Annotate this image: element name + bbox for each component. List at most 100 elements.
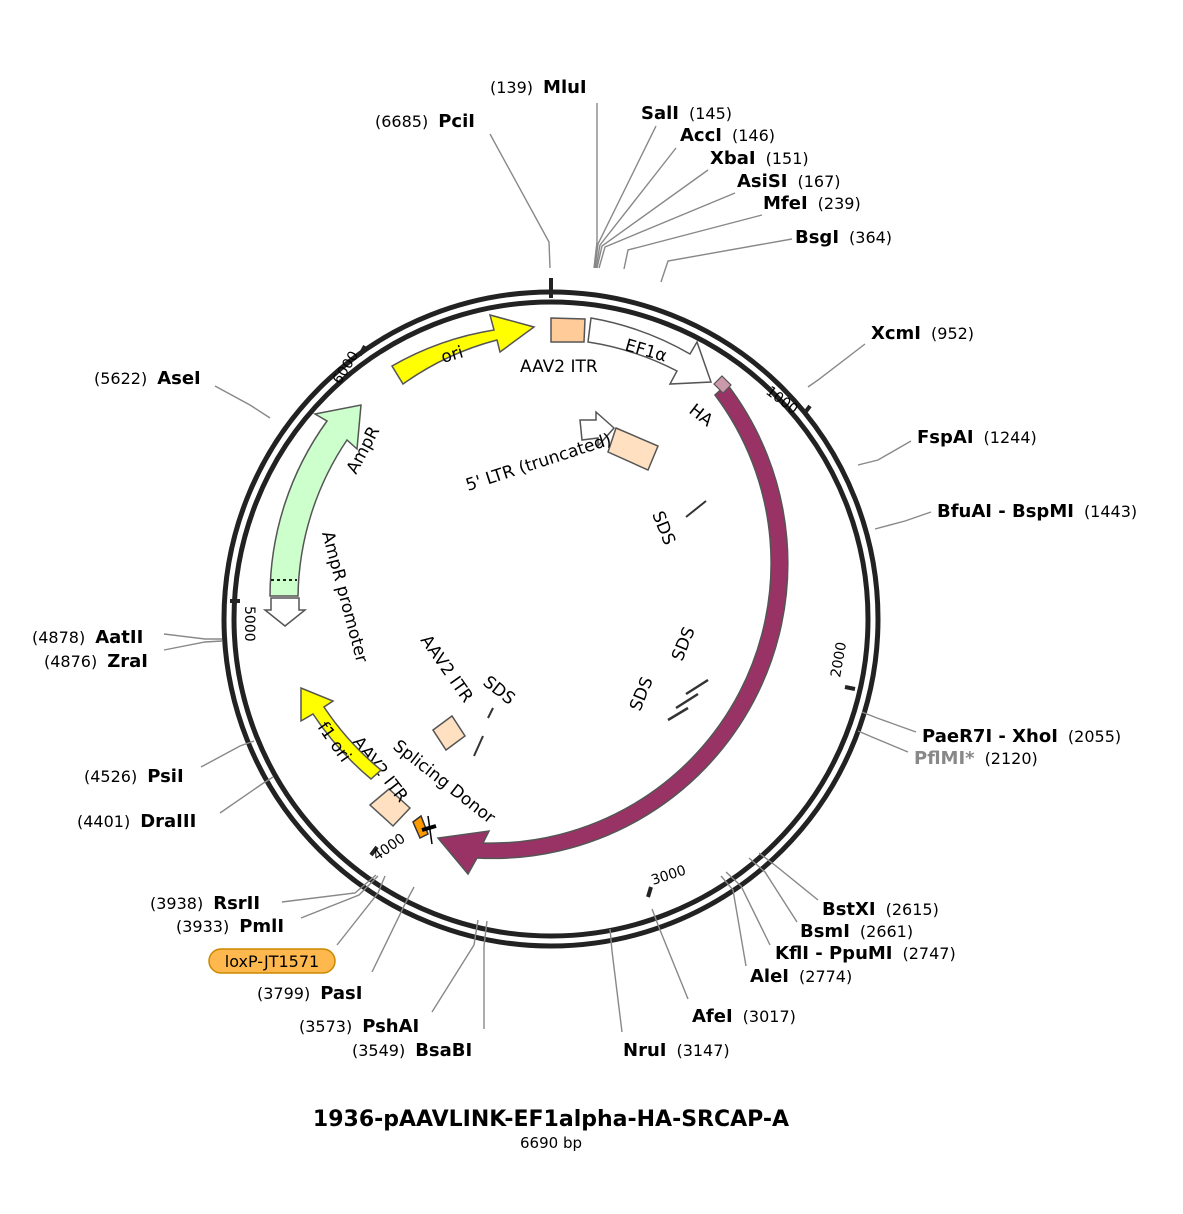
aav2-itr-top-label: AAV2 ITR bbox=[520, 357, 598, 377]
ltr-label: 5' LTR (truncated) bbox=[463, 430, 614, 496]
tick-label-3000: 3000 bbox=[649, 863, 688, 889]
site-asisi[interactable]: AsiSI(167) bbox=[737, 171, 841, 192]
loxp-marker[interactable] bbox=[412, 814, 429, 840]
leader-afei bbox=[651, 908, 689, 1000]
tick-marks bbox=[230, 278, 856, 898]
sds-mark-1 bbox=[685, 500, 707, 518]
leader-bsmi bbox=[748, 857, 798, 923]
ampr-promoter[interactable] bbox=[262, 597, 308, 627]
loxp-badge-bg bbox=[208, 948, 336, 974]
tick-label-4000: 4000 bbox=[370, 831, 408, 865]
leader-bsgi bbox=[660, 238, 793, 283]
site-psii[interactable]: (4526)PsiI bbox=[84, 766, 184, 787]
tick-6000 bbox=[358, 345, 367, 356]
site-bsabi[interactable]: (3549)BsaBI bbox=[352, 1040, 472, 1061]
site-bfuai-bspmi[interactable]: BfuAI - BspMI(1443) bbox=[937, 501, 1137, 522]
leader-sali bbox=[594, 125, 657, 269]
leader-rsrii bbox=[281, 874, 377, 903]
site-bsmi[interactable]: BsmI(2661) bbox=[800, 921, 913, 942]
leader-alei bbox=[720, 875, 747, 967]
tick-label-2000: 2000 bbox=[828, 641, 850, 679]
leader-fspai bbox=[857, 440, 912, 466]
ltr-arrow[interactable] bbox=[579, 410, 616, 448]
splicing-donor-label: Splicing Donor bbox=[389, 736, 499, 828]
tick-label-5000: 5000 bbox=[241, 606, 257, 642]
leader-nrui bbox=[609, 928, 623, 1033]
ltr-box[interactable] bbox=[607, 426, 659, 472]
leader-mlui bbox=[593, 103, 598, 269]
leader-loxp bbox=[336, 875, 386, 946]
leader-bfuai bbox=[874, 511, 932, 530]
site-aatii[interactable]: (4878)AatII bbox=[32, 627, 143, 648]
site-leaders bbox=[163, 103, 932, 1033]
aav2-itr-bottom[interactable] bbox=[368, 788, 412, 828]
srcap-feature[interactable] bbox=[436, 382, 789, 876]
leader-xbai bbox=[596, 169, 709, 269]
tick-2000 bbox=[844, 685, 856, 691]
sds-label-4: SDS bbox=[479, 672, 519, 709]
ori-feature[interactable] bbox=[390, 313, 536, 386]
leader-asisi bbox=[598, 192, 736, 269]
leader-pflmi bbox=[857, 730, 909, 753]
leader-bsabi bbox=[483, 920, 488, 1029]
site-nrui[interactable]: NruI(3147) bbox=[623, 1040, 730, 1061]
site-paer7i-xhoi[interactable]: PaeR7I - XhoI(2055) bbox=[922, 726, 1121, 747]
plasmid-title: 1936-pAAVLINK-EF1alpha-HA-SRCAP-A bbox=[313, 1107, 789, 1132]
leader-pasi bbox=[371, 886, 415, 973]
backbone-inner-ring bbox=[231, 299, 871, 939]
sds-mark-4 bbox=[667, 706, 689, 722]
site-pcii[interactable]: (6685)PciI bbox=[375, 111, 475, 132]
site-fspai[interactable]: FspAI(1244) bbox=[917, 427, 1037, 448]
sds-mark-3 bbox=[675, 692, 699, 710]
leader-aatii bbox=[163, 633, 222, 640]
f1-ori-feature[interactable] bbox=[300, 686, 383, 780]
leader-asei bbox=[214, 385, 271, 419]
leader-pmli bbox=[300, 875, 379, 919]
leader-xcmi bbox=[807, 343, 866, 388]
site-rsrii[interactable]: (3938)RsrII bbox=[150, 893, 260, 914]
site-pflmi[interactable]: PflMI*(2120) bbox=[914, 748, 1038, 769]
tick-1000 bbox=[802, 404, 812, 416]
ampr-promoter-label: AmpR promoter bbox=[317, 529, 371, 665]
sds-label-3: SDS bbox=[626, 674, 658, 714]
site-mlui[interactable]: (139)MluI bbox=[490, 77, 587, 98]
ef1a-promoter[interactable] bbox=[587, 317, 713, 385]
site-labels: (139)MluI (6685)PciI SalI(145) AccI(146)… bbox=[32, 77, 1137, 1061]
site-asei[interactable]: (5622)AseI bbox=[94, 368, 201, 389]
site-xcmi[interactable]: XcmI(952) bbox=[871, 323, 974, 344]
site-kfli-ppumi[interactable]: KflI - PpuMI(2747) bbox=[775, 943, 956, 964]
site-xbai[interactable]: XbaI(151) bbox=[710, 148, 809, 169]
leader-draiii bbox=[219, 776, 274, 814]
leader-acci bbox=[595, 147, 677, 269]
aav2-itr-mid[interactable] bbox=[431, 714, 467, 752]
site-bstxi[interactable]: BstXI(2615) bbox=[822, 899, 939, 920]
site-pmli[interactable]: (3933)PmlI bbox=[176, 916, 284, 937]
aav2-itr-mid-label: AAV2 ITR bbox=[416, 631, 477, 706]
site-bsgi[interactable]: BsgI(364) bbox=[795, 227, 892, 248]
loxp-badge[interactable]: loxP-JT1571 bbox=[208, 948, 336, 974]
leader-zrai bbox=[163, 640, 223, 651]
leader-pcii bbox=[489, 133, 551, 269]
site-draiii[interactable]: (4401)DraIII bbox=[77, 811, 196, 832]
sds-mark-5 bbox=[487, 707, 494, 719]
sds-mark-6 bbox=[473, 735, 484, 757]
loxp-badge-label: loxP-JT1571 bbox=[225, 952, 319, 971]
aav2-itr-top[interactable] bbox=[550, 317, 586, 343]
site-alei[interactable]: AleI(2774) bbox=[750, 966, 852, 987]
site-acci[interactable]: AccI(146) bbox=[680, 125, 775, 146]
leader-mfei bbox=[623, 214, 763, 270]
site-pasi[interactable]: (3799)PasI bbox=[257, 983, 362, 1004]
tick-3000 bbox=[646, 886, 653, 898]
ha-label: HA bbox=[685, 400, 717, 431]
site-mfei[interactable]: MfeI(239) bbox=[763, 193, 861, 214]
site-afei[interactable]: AfeI(3017) bbox=[692, 1006, 796, 1027]
tick-4000 bbox=[369, 845, 379, 857]
site-sali[interactable]: SalI(145) bbox=[641, 103, 732, 124]
site-pshai[interactable]: (3573)PshAI bbox=[299, 1016, 419, 1037]
ha-tag[interactable] bbox=[713, 375, 732, 394]
leader-xhoi bbox=[861, 711, 917, 733]
ampr-feature[interactable] bbox=[269, 404, 362, 597]
site-zrai[interactable]: (4876)ZraI bbox=[44, 651, 148, 672]
leader-pshai bbox=[431, 919, 479, 1013]
